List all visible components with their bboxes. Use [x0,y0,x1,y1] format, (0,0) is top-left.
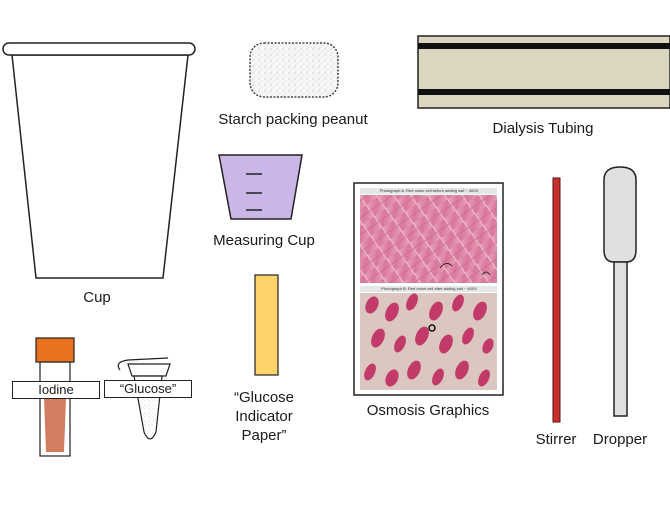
measuring-cup-icon [218,154,303,220]
measuring-cup-label: Measuring Cup [213,232,315,249]
osmosis-graphics-icon [353,182,504,396]
iodine-tube-icon [35,337,75,457]
glucose-paper-label-line-2: Indicator [235,408,293,425]
glucose-paper-label-line-3: Paper” [241,427,287,444]
glucose-paper-label: “Glucose Indicator Paper” [234,388,294,445]
photo-a-caption: Photograph A: Red onion cell before addi… [379,188,479,193]
osmosis-graphics-label: Osmosis Graphics [366,402,490,419]
starch-peanut-label: Starch packing peanut [218,111,368,128]
glucose-paper-label-line-1: “Glucose [233,389,295,406]
dialysis-tubing-label: Dialysis Tubing [492,120,594,137]
dropper-label: Dropper [592,431,648,448]
stirrer-label: Stirrer [535,431,577,448]
stirrer-icon [552,177,561,423]
starch-peanut-icon [249,42,339,98]
dialysis-tubing-icon [417,35,670,109]
cup-label: Cup [83,289,111,306]
glucose-tube-icon [117,357,171,440]
glucose-tube-label: “Glucose” [104,380,192,398]
iodine-label: Iodine [12,381,100,399]
photo-b-caption: Photograph B: Red onion cell after addin… [381,286,477,291]
dropper-icon [603,166,637,417]
glucose-indicator-paper-icon [254,274,279,376]
cup-icon [2,42,196,279]
